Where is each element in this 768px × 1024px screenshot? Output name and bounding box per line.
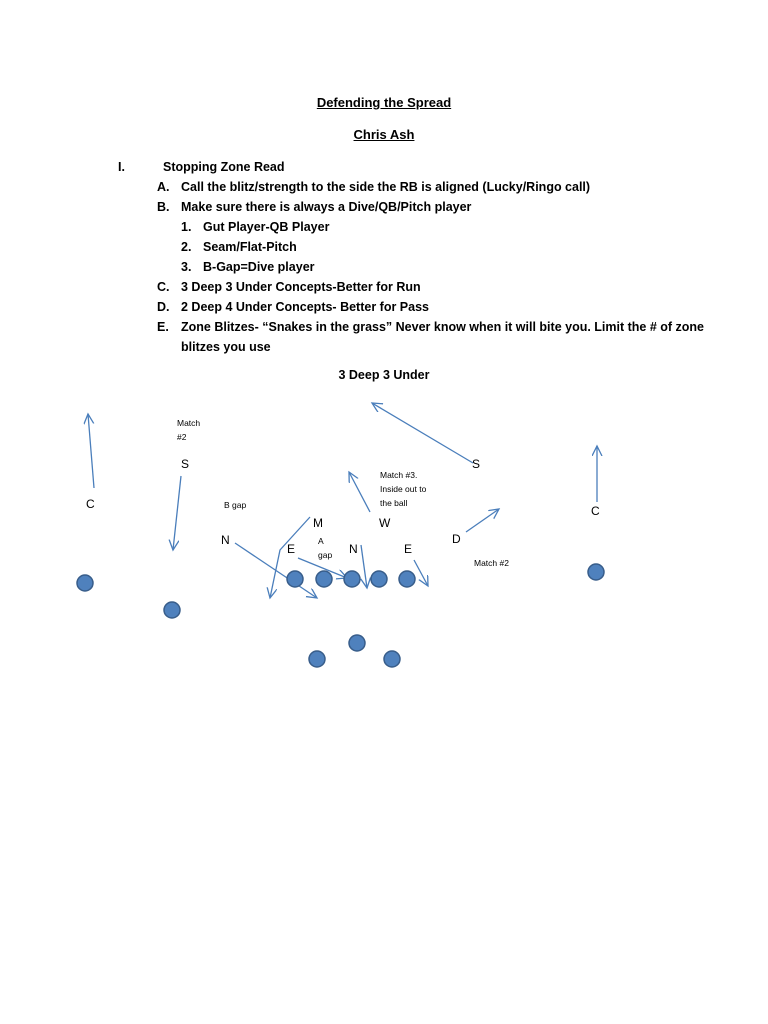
label-e-right: E [404, 542, 413, 556]
subitem-text: Seam/Flat-Pitch [203, 240, 297, 254]
label-w: W [379, 516, 391, 530]
label-n-mid: N [349, 542, 358, 556]
item-text: Make sure there is always a Dive/QB/Pitc… [181, 200, 472, 214]
subitem-text: Gut Player-QB Player [203, 220, 330, 234]
player-marker [398, 570, 416, 588]
player-marker [343, 570, 361, 588]
player-marker [383, 650, 401, 668]
label-b-gap: B gap [224, 500, 247, 510]
item-text: Call the blitz/strength to the side the … [181, 180, 591, 194]
document-title: Defending the Spread [316, 95, 452, 110]
label-n-left: N [221, 533, 230, 547]
item-marker: C. [157, 280, 170, 294]
item-marker: E. [157, 320, 169, 334]
label-s-left: S [181, 457, 190, 471]
diagram-title: 3 Deep 3 Under [338, 368, 430, 382]
label-c-left: C [86, 497, 95, 511]
label-match3: Match #3. Inside out to the ball [380, 470, 427, 508]
arrow-s-right [372, 403, 474, 464]
arrow-w [349, 472, 371, 513]
label-match2-left: Match #2 [177, 418, 201, 442]
arrow-s-left [173, 475, 182, 550]
section-heading: Stopping Zone Read [163, 160, 285, 174]
document-author: Chris Ash [353, 127, 415, 142]
arrow-c-left [88, 414, 95, 489]
item-marker: B. [157, 200, 170, 214]
label-c-right: C [591, 504, 600, 518]
player-marker [308, 650, 326, 668]
item-text: 2 Deep 4 Under Concepts- Better for Pass [181, 300, 429, 314]
item-text: 3 Deep 3 Under Concepts-Better for Run [181, 280, 421, 294]
route-arrows [88, 403, 597, 598]
label-s-right: S [472, 457, 481, 471]
item-text: Zone Blitzes- “Snakes in the grass” Neve… [181, 320, 705, 334]
subitem-marker: 1. [181, 220, 192, 234]
player-marker [76, 574, 94, 592]
subitem-marker: 2. [181, 240, 192, 254]
arrow-e-right [413, 559, 428, 586]
player-marker [587, 563, 605, 581]
label-d: D [452, 532, 461, 546]
offense-players [76, 563, 605, 668]
arrow-m [270, 516, 311, 598]
label-a-gap: A gap [318, 536, 333, 560]
section-number: I. [118, 160, 125, 174]
label-match2-right: Match #2 [474, 558, 509, 568]
item-marker: D. [157, 300, 170, 314]
player-marker [163, 601, 181, 619]
player-marker [315, 570, 333, 588]
arrow-d [465, 509, 499, 533]
label-m: M [313, 516, 323, 530]
arrow-n-mid [361, 544, 367, 588]
item-marker: A. [157, 180, 170, 194]
item-text-continuation: blitzes you use [181, 340, 271, 354]
player-marker [286, 570, 304, 588]
label-e-left: E [287, 542, 296, 556]
player-marker [348, 634, 366, 652]
subitem-marker: 3. [181, 260, 192, 274]
arrow-e-left [297, 557, 347, 578]
player-marker [370, 570, 388, 588]
subitem-text: B-Gap=Dive player [203, 260, 315, 274]
